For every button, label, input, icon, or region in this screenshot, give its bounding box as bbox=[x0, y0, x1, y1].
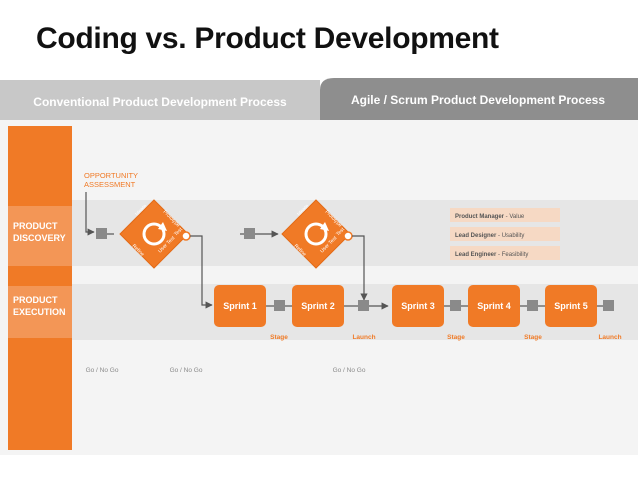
sprint-1-label: Sprint 1 bbox=[223, 301, 257, 311]
role-card-lead-engineer: Lead Engineer - Feasibility bbox=[450, 246, 560, 260]
stage-node-1 bbox=[274, 300, 285, 311]
sprint-5: Sprint 5 bbox=[545, 285, 597, 327]
role-card-product-manager: Product Manager - Value bbox=[450, 208, 560, 222]
sprint-3: Sprint 3 bbox=[392, 285, 444, 327]
milestone-label: Launch bbox=[598, 334, 621, 341]
role-card-lead-designer: Lead Designer - Usability bbox=[450, 227, 560, 241]
page-title: Coding vs. Product Development bbox=[36, 22, 499, 55]
role-name: Product Manager bbox=[455, 214, 505, 220]
gate-node-2 bbox=[244, 228, 255, 239]
milestone-label: Launch bbox=[352, 334, 375, 341]
sprint-4: Sprint 4 bbox=[468, 285, 520, 327]
sprint-5-label: Sprint 5 bbox=[554, 301, 588, 311]
opportunity-arrow bbox=[85, 192, 95, 236]
role-name: Lead Engineer bbox=[455, 252, 497, 258]
stage-node-3 bbox=[527, 300, 538, 311]
milestone-label: Stage bbox=[447, 334, 465, 341]
launch-node-1 bbox=[358, 300, 369, 311]
lane-label-discovery: PRODUCT DISCOVERY bbox=[13, 221, 66, 243]
arrow-diamond1-to-sprint1 bbox=[190, 235, 213, 309]
gate-label: Go / No Go bbox=[333, 367, 366, 374]
lane-label-execution: PRODUCT EXECUTION bbox=[13, 295, 66, 317]
sprint-2: Sprint 2 bbox=[292, 285, 344, 327]
execution-band bbox=[72, 284, 638, 340]
execution-lane-header bbox=[8, 286, 72, 338]
role-focus: Feasibility bbox=[502, 252, 529, 258]
sprint-2-label: Sprint 2 bbox=[301, 301, 335, 311]
discovery-diamond-2: Ideate Prototype Test User Test Refine bbox=[281, 199, 351, 269]
diamond-2-exit bbox=[343, 231, 353, 241]
gate-label: Go / No Go bbox=[170, 367, 203, 374]
discovery-lane-header bbox=[8, 206, 72, 266]
tab-agile-label: Agile / Scrum Product Development Proces… bbox=[351, 93, 605, 107]
opportunity-label: OPPORTUNITY ASSESSMENT bbox=[84, 171, 140, 189]
svg-text:Product Manager - Value: Product Manager - Value bbox=[455, 214, 525, 220]
milestone-label: Stage bbox=[524, 334, 542, 341]
sprint-3-label: Sprint 3 bbox=[401, 301, 435, 311]
role-focus: Usability bbox=[502, 233, 525, 239]
tab-conventional-label: Conventional Product Development Process bbox=[33, 95, 287, 109]
tab-agile[interactable] bbox=[320, 78, 638, 120]
launch-node-2 bbox=[603, 300, 614, 311]
sprint-4-label: Sprint 4 bbox=[477, 301, 511, 311]
svg-text:Lead Engineer - Feasibility: Lead Engineer - Feasibility bbox=[455, 252, 528, 258]
stage-node-2 bbox=[450, 300, 461, 311]
gate-label: Go / No Go bbox=[86, 367, 119, 374]
role-name: Lead Designer bbox=[455, 233, 497, 239]
gate-node-1 bbox=[96, 228, 107, 239]
diamond-1-exit bbox=[181, 231, 191, 241]
sprint-1: Sprint 1 bbox=[214, 285, 266, 327]
role-focus: Value bbox=[509, 214, 525, 220]
arrow-diamond2-to-node bbox=[352, 235, 368, 301]
svg-text:Lead Designer - Usability: Lead Designer - Usability bbox=[455, 233, 524, 239]
diamond-label-test: Test bbox=[335, 226, 346, 237]
tab-conventional[interactable] bbox=[0, 80, 320, 120]
milestone-label: Stage bbox=[270, 334, 288, 341]
diamond-label-test: Test bbox=[173, 226, 184, 237]
